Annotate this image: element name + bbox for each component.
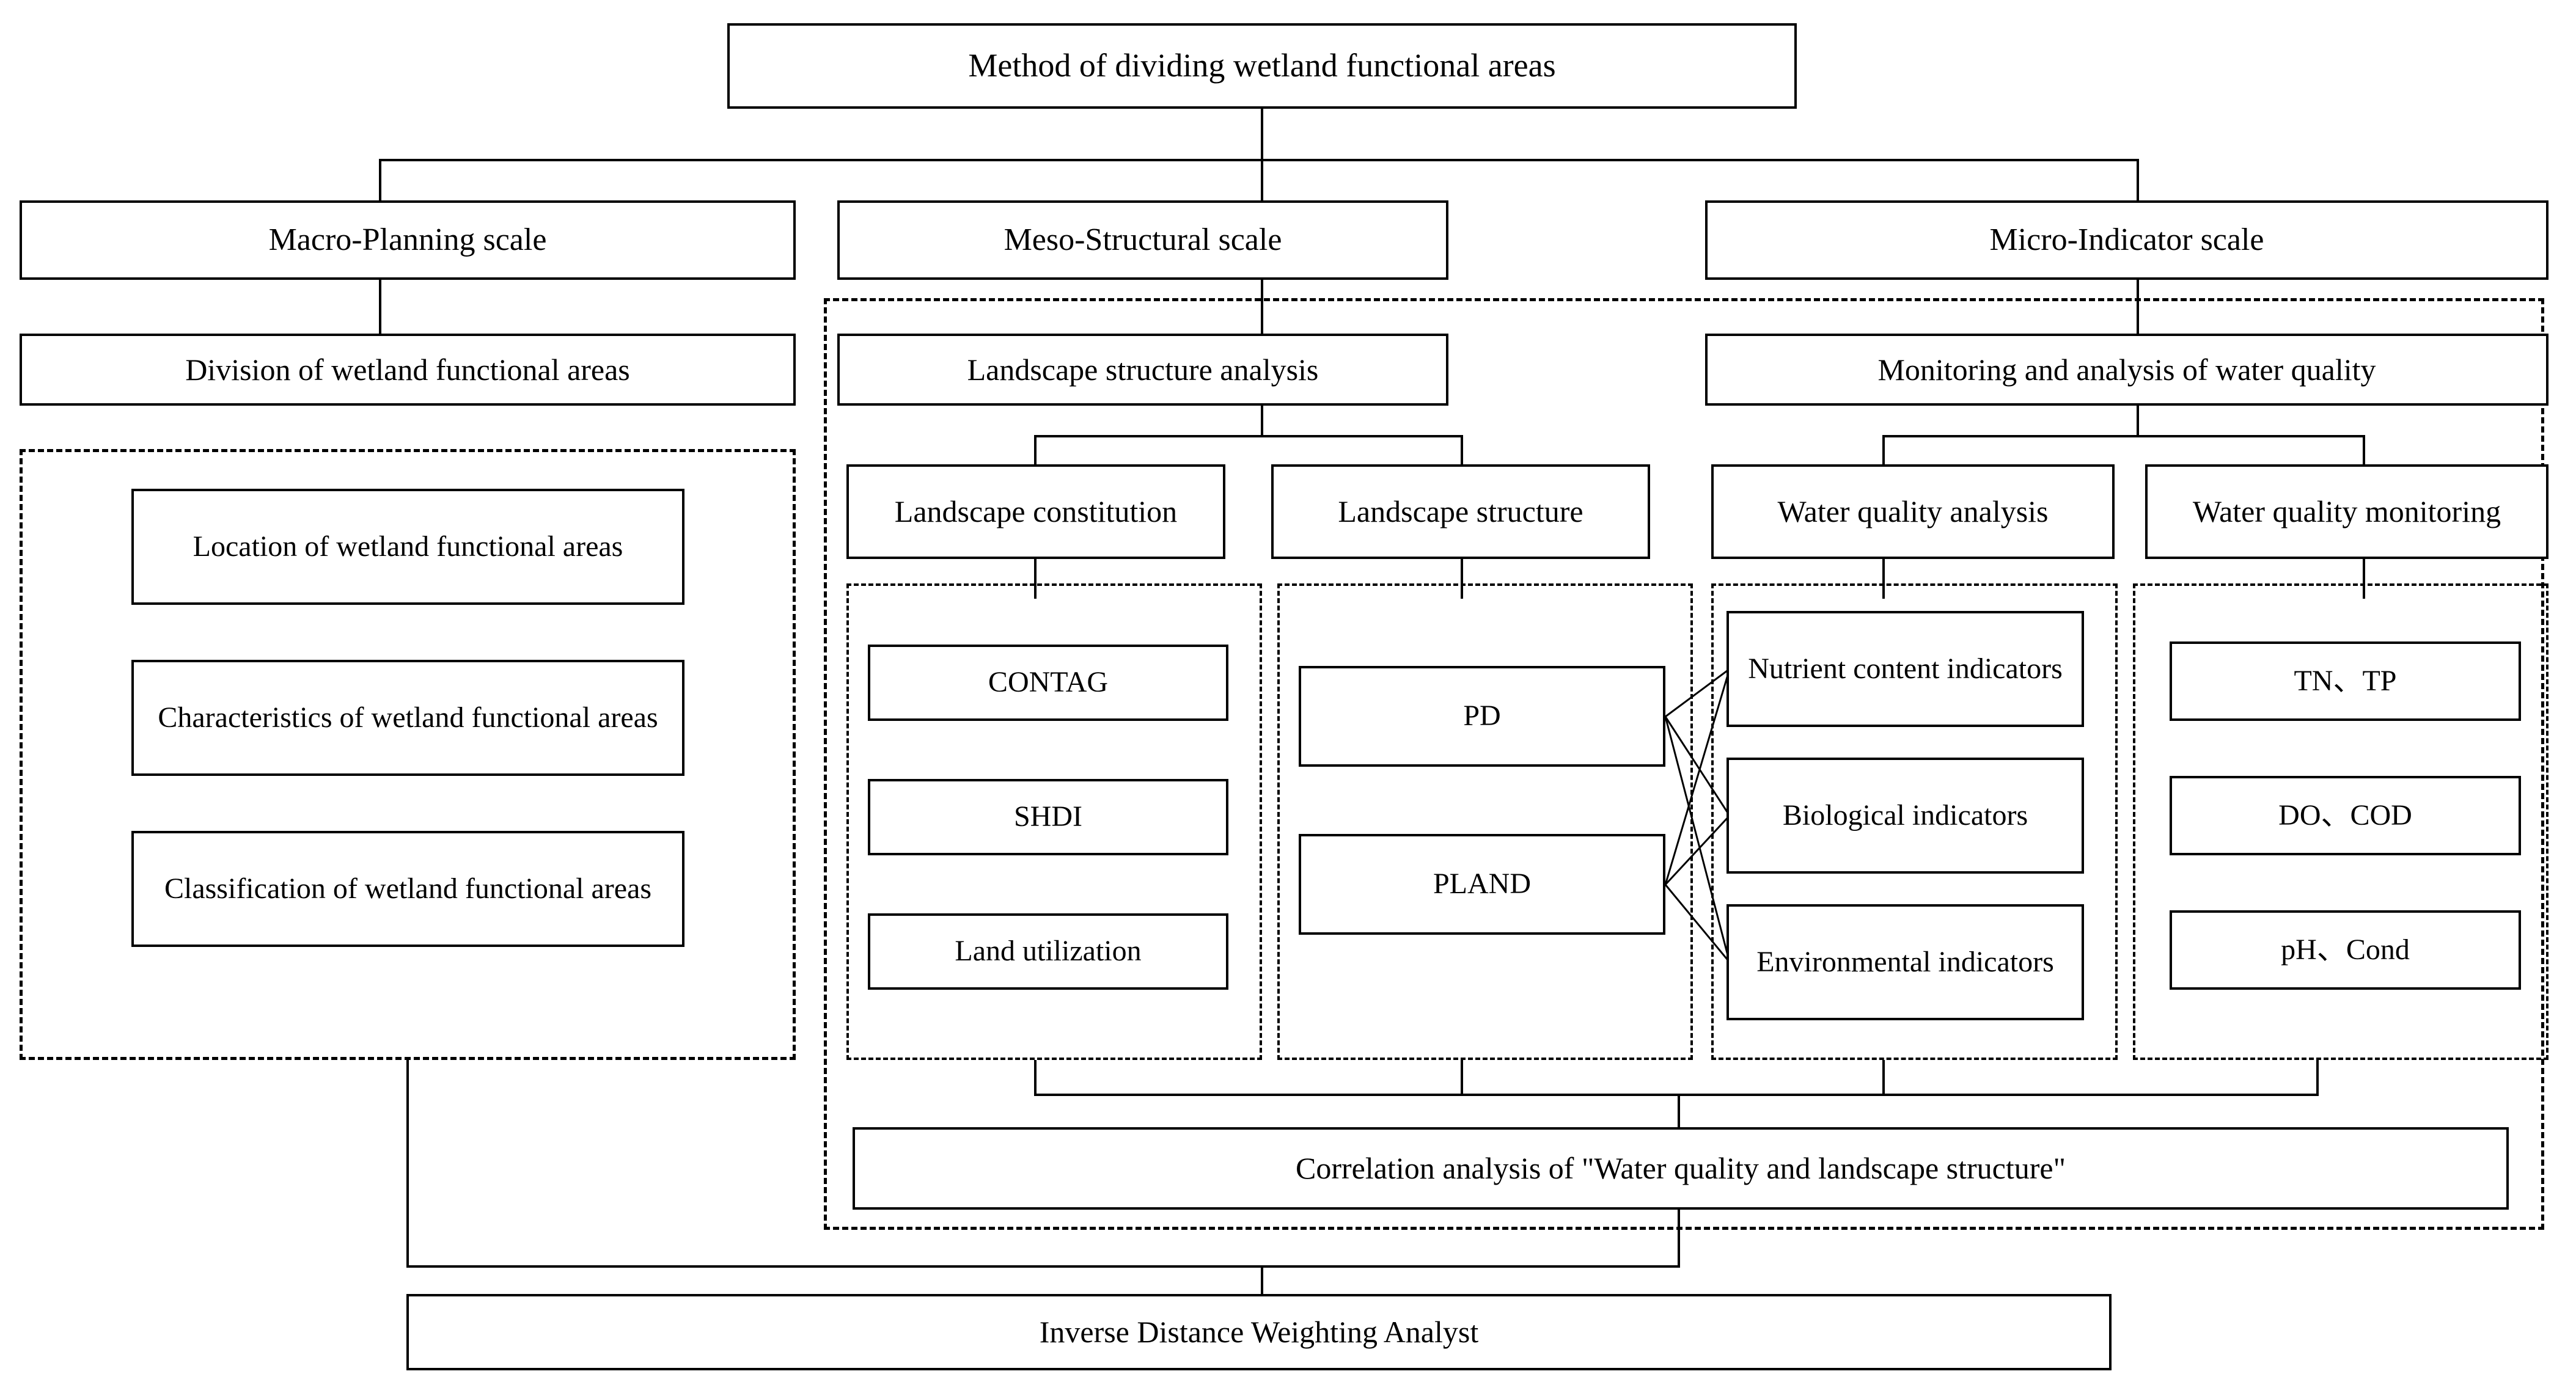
node-metric-shdi-label: SHDI <box>1013 800 1082 833</box>
connector-correlation-to-bottom <box>1678 1210 1680 1268</box>
node-section-landscape-analysis: Landscape structure analysis <box>837 334 1448 406</box>
node-indicator-environmental: Environmental indicators <box>1727 904 2084 1020</box>
connector-structure-group-down <box>1461 1060 1463 1094</box>
node-section-water-monitoring-label: Monitoring and analysis of water quality <box>1877 352 2376 387</box>
node-metric-pland-label: PLAND <box>1433 868 1531 901</box>
node-indicator-nutrient-content-label: Nutrient content indicators <box>1748 652 2063 685</box>
node-macro-item-classification-label: Classification of wetland functional are… <box>164 872 652 905</box>
connector-micro-to-wq-monitoring <box>2363 435 2365 464</box>
node-indicator-biological: Biological indicators <box>1727 758 2084 874</box>
node-param-ph-cond: pH、Cond <box>2170 910 2521 990</box>
node-indicator-nutrient-content: Nutrient content indicators <box>1727 611 2084 727</box>
node-param-ph-cond-label: pH、Cond <box>2281 933 2410 966</box>
node-metric-contag: CONTAG <box>868 645 1228 721</box>
connector-micro-section-bar <box>1882 435 2365 437</box>
node-correlation-analysis-label: Correlation analysis of "Water quality a… <box>1296 1151 2066 1185</box>
node-section-division: Division of wetland functional areas <box>20 334 796 406</box>
connector-meso-section-bar <box>1034 435 1462 437</box>
connector-meso-to-structure <box>1461 435 1463 464</box>
connector-macro-scale-to-section <box>379 280 381 334</box>
node-metric-land-utilization: Land utilization <box>868 913 1228 990</box>
node-landscape-structure: Landscape structure <box>1271 464 1650 559</box>
node-macro-item-location-label: Location of wetland functional areas <box>193 530 623 563</box>
node-scale-meso: Meso-Structural scale <box>837 200 1448 280</box>
node-macro-item-characteristics: Characteristics of wetland functional ar… <box>131 660 684 776</box>
connector-bottom-merge-bar <box>406 1265 1680 1268</box>
node-macro-item-characteristics-label: Characteristics of wetland functional ar… <box>158 701 658 734</box>
group-landscape-constitution-items <box>846 583 1262 1060</box>
node-landscape-constitution-label: Landscape constitution <box>894 494 1178 528</box>
connector-drop-meso <box>1261 159 1263 200</box>
node-metric-contag-label: CONTAG <box>988 666 1109 699</box>
node-metric-shdi: SHDI <box>868 779 1228 855</box>
node-water-quality-analysis-label: Water quality analysis <box>1777 494 2049 528</box>
node-section-landscape-analysis-label: Landscape structure analysis <box>967 352 1319 387</box>
connector-constitution-group-down <box>1034 1060 1037 1094</box>
node-landscape-structure-label: Landscape structure <box>1338 494 1583 528</box>
node-water-quality-analysis: Water quality analysis <box>1711 464 2115 559</box>
connector-meso-section-stem <box>1261 406 1263 435</box>
node-inverse-distance-weighting: Inverse Distance Weighting Analyst <box>406 1294 2112 1370</box>
node-scale-micro: Micro-Indicator scale <box>1705 200 2548 280</box>
node-macro-item-classification: Classification of wetland functional are… <box>131 831 684 947</box>
node-metric-pland: PLAND <box>1299 834 1665 935</box>
connector-bottom-stem <box>1261 1265 1263 1299</box>
connector-structure-stem <box>1461 559 1463 599</box>
node-indicator-biological-label: Biological indicators <box>1782 798 2028 831</box>
connector-micro-to-wq-analysis <box>1882 435 1885 464</box>
node-param-do-cod-label: DO、COD <box>2278 798 2412 831</box>
connector-wq-analysis-group-down <box>1882 1060 1885 1094</box>
connector-wq-monitoring-group-down <box>2316 1060 2319 1094</box>
connector-constitution-stem <box>1034 559 1037 599</box>
connector-correlation-stem <box>1678 1094 1680 1127</box>
node-section-division-label: Division of wetland functional areas <box>185 352 630 387</box>
node-param-tn-tp: TN、TP <box>2170 641 2521 721</box>
node-section-water-monitoring: Monitoring and analysis of water quality <box>1705 334 2548 406</box>
connector-wq-analysis-stem <box>1882 559 1885 599</box>
node-metric-pd-label: PD <box>1463 700 1501 733</box>
node-landscape-constitution: Landscape constitution <box>846 464 1225 559</box>
connector-drop-micro <box>2137 159 2139 200</box>
connector-title-stem <box>1261 109 1263 161</box>
node-scale-macro-label: Macro-Planning scale <box>268 222 547 258</box>
node-scale-micro-label: Micro-Indicator scale <box>1989 222 2264 258</box>
node-scale-macro: Macro-Planning scale <box>20 200 796 280</box>
connector-scale-distribution-bar <box>379 159 2139 161</box>
connector-micro-section-stem <box>2137 406 2139 435</box>
connector-macro-to-bottom <box>406 1060 409 1268</box>
group-landscape-structure-items <box>1277 583 1693 1060</box>
group-water-quality-monitoring-items <box>2133 583 2548 1060</box>
connector-meso-scale-to-section <box>1261 280 1263 334</box>
node-metric-pd: PD <box>1299 666 1665 767</box>
connector-meso-to-constitution <box>1034 435 1037 464</box>
node-title-method-label: Method of dividing wetland functional ar… <box>968 47 1556 84</box>
node-water-quality-monitoring: Water quality monitoring <box>2145 464 2548 559</box>
connector-correlation-bar <box>1034 1094 2319 1096</box>
node-indicator-environmental-label: Environmental indicators <box>1756 945 2054 978</box>
connector-micro-scale-to-section <box>2137 280 2139 334</box>
group-macro-items <box>20 449 796 1060</box>
node-scale-meso-label: Meso-Structural scale <box>1004 222 1282 258</box>
node-inverse-distance-weighting-label: Inverse Distance Weighting Analyst <box>1039 1315 1479 1349</box>
node-title-method: Method of dividing wetland functional ar… <box>727 23 1797 109</box>
node-correlation-analysis: Correlation analysis of "Water quality a… <box>853 1127 2509 1210</box>
node-param-tn-tp-label: TN、TP <box>2294 664 2397 697</box>
group-meso-micro-outer <box>824 298 2544 1230</box>
node-metric-land-utilization-label: Land utilization <box>955 935 1142 968</box>
node-macro-item-location: Location of wetland functional areas <box>131 489 684 605</box>
connector-drop-macro <box>379 159 381 200</box>
node-water-quality-monitoring-label: Water quality monitoring <box>2192 494 2501 528</box>
connector-wq-monitoring-stem <box>2363 559 2365 599</box>
node-param-do-cod: DO、COD <box>2170 776 2521 855</box>
